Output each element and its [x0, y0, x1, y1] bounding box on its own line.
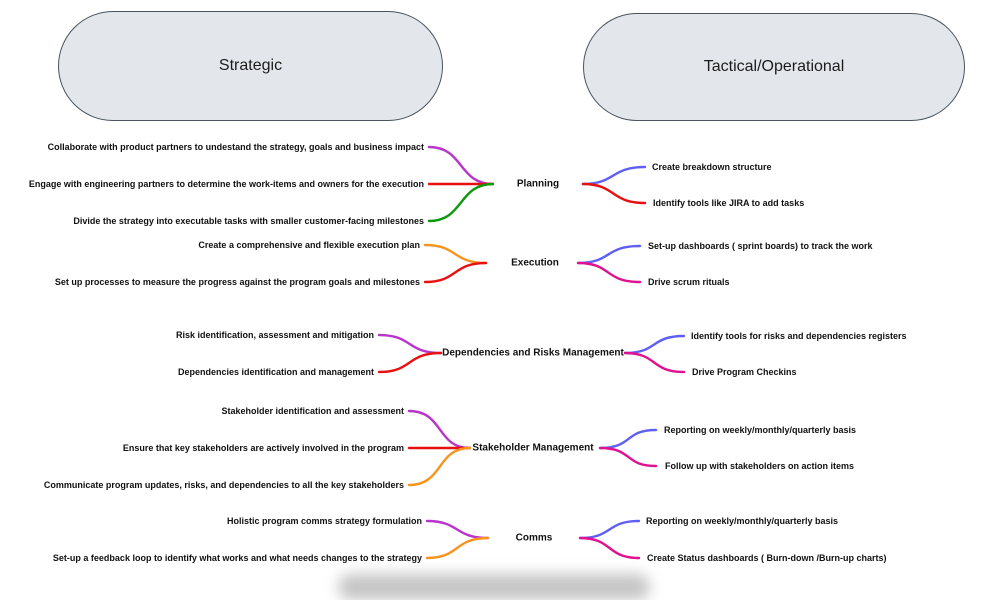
- connector: [407, 409, 472, 450]
- left-item[interactable]: Engage with engineering partners to dete…: [28, 179, 424, 189]
- connector: [623, 334, 686, 355]
- left-item[interactable]: Holistic program comms strategy formulat…: [226, 516, 422, 526]
- connector: [576, 244, 642, 265]
- connector: [578, 536, 641, 560]
- mindmap-node-dependencies-risks[interactable]: Dependencies and Risks Management: [442, 347, 624, 359]
- right-item[interactable]: Identify tools like JIRA to add tasks: [653, 198, 805, 208]
- mindmap-node-execution[interactable]: Execution: [511, 257, 559, 269]
- right-item[interactable]: Identify tools for risks and dependencie…: [691, 331, 907, 341]
- connector: [427, 145, 495, 186]
- right-item[interactable]: Drive scrum rituals: [648, 277, 730, 287]
- connector: [377, 351, 443, 374]
- left-item[interactable]: Stakeholder identification and assessmen…: [221, 406, 404, 416]
- connector: [423, 261, 488, 284]
- mindmap-node-planning[interactable]: Planning: [516, 178, 560, 190]
- left-item[interactable]: Communicate program updates, risks, and …: [43, 480, 404, 490]
- left-item[interactable]: Ensure that key stakeholders are activel…: [122, 443, 404, 453]
- connector: [598, 446, 658, 468]
- bottom-toolbar-shadow: [338, 574, 650, 600]
- left-item[interactable]: Divide the strategy into executable task…: [73, 216, 424, 226]
- left-item[interactable]: Set up processes to measure the progress…: [54, 277, 420, 287]
- tactical-oval-label: Tactical/Operational: [703, 58, 845, 75]
- right-item[interactable]: Create breakdown structure: [652, 162, 772, 172]
- left-item[interactable]: Set-up a feedback loop to identify what …: [52, 553, 422, 563]
- left-item[interactable]: Risk identification, assessment and miti…: [175, 330, 374, 340]
- left-item[interactable]: Collaborate with product partners to und…: [47, 142, 424, 152]
- mindmap-canvas: Strategic Tactical/Operational Plann: [28, 11, 965, 600]
- connector: [623, 351, 686, 374]
- mindmap-node-comms[interactable]: Comms: [515, 532, 553, 544]
- connector: [598, 428, 658, 450]
- right-item[interactable]: Create Status dashboards ( Burn-down /Bu…: [647, 553, 887, 563]
- connector: [407, 446, 472, 487]
- tactical-operational-oval[interactable]: Tactical/Operational: [583, 13, 965, 121]
- left-item[interactable]: Create a comprehensive and flexible exec…: [198, 240, 420, 250]
- connector: [581, 182, 647, 205]
- right-item[interactable]: Follow up with stakeholders on action it…: [665, 461, 855, 471]
- strategic-oval[interactable]: Strategic: [58, 11, 443, 121]
- connector: [427, 182, 495, 223]
- connector: [425, 536, 490, 560]
- right-item[interactable]: Reporting on weekly/monthly/quarterly ba…: [646, 516, 839, 526]
- connector: [425, 519, 490, 540]
- right-item[interactable]: Drive Program Checkins: [692, 367, 797, 377]
- connector: [581, 165, 647, 186]
- right-item[interactable]: Reporting on weekly/monthly/quarterly ba…: [664, 425, 857, 435]
- connector: [423, 243, 488, 265]
- strategic-oval-label: Strategic: [218, 57, 283, 74]
- connector: [578, 519, 641, 540]
- mindmap-node-stakeholder[interactable]: Stakeholder Management: [472, 442, 594, 454]
- right-item[interactable]: Set-up dashboards ( sprint boards) to tr…: [648, 241, 873, 251]
- left-item[interactable]: Dependencies identification and manageme…: [177, 367, 374, 377]
- connector: [377, 333, 443, 355]
- connector: [576, 261, 642, 284]
